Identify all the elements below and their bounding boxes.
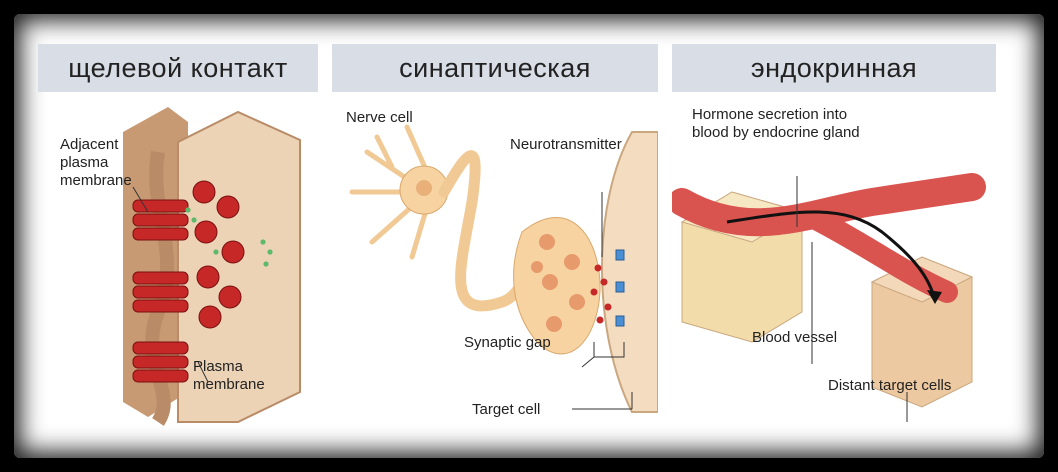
label-nerve-cell: Nerve cell [346, 109, 413, 126]
panel-title-gap-junction: щелевой контакт [38, 44, 318, 92]
label-adjacent-plasma-membrane: Adjacent plasma membrane [60, 136, 132, 190]
label-plasma-line1: Plasma [193, 358, 244, 375]
panel-title-synaptic: синаптическая [332, 44, 658, 92]
panel-gap-junction: щелевой контакт [38, 44, 318, 434]
label-adjacent-line1: Adjacent [60, 136, 119, 153]
label-hormone-line2: blood by endocrine gland [692, 124, 860, 141]
label-plasma-line2: membrane [193, 376, 265, 393]
panel-endocrine: эндокринная Hormone secretion into blood… [672, 44, 996, 434]
label-neurotransmitter: Neurotransmitter [510, 136, 622, 153]
label-distant-target-cells: Distant target cells [828, 377, 952, 394]
label-hormone-secretion: Hormone secretion into blood by endocrin… [692, 106, 860, 142]
label-adjacent-line2: plasma [60, 154, 109, 171]
figure-frame: щелевой контакт [14, 14, 1044, 458]
endocrine-illustration [672, 173, 986, 422]
gap-junction-illustration [123, 107, 301, 426]
label-blood-vessel: Blood vessel [752, 329, 838, 346]
panel-title-endocrine: эндокринная [672, 44, 996, 92]
label-hormone-line1: Hormone secretion into [692, 106, 848, 123]
label-plasma-membrane: Plasma membrane [193, 358, 265, 394]
label-target-cell: Target cell [472, 401, 541, 418]
synaptic-illustration [349, 124, 658, 413]
label-adjacent-line3: membrane [60, 172, 132, 189]
panel-synaptic: синаптическая [332, 44, 658, 434]
label-synaptic-gap: Synaptic gap [464, 334, 551, 351]
